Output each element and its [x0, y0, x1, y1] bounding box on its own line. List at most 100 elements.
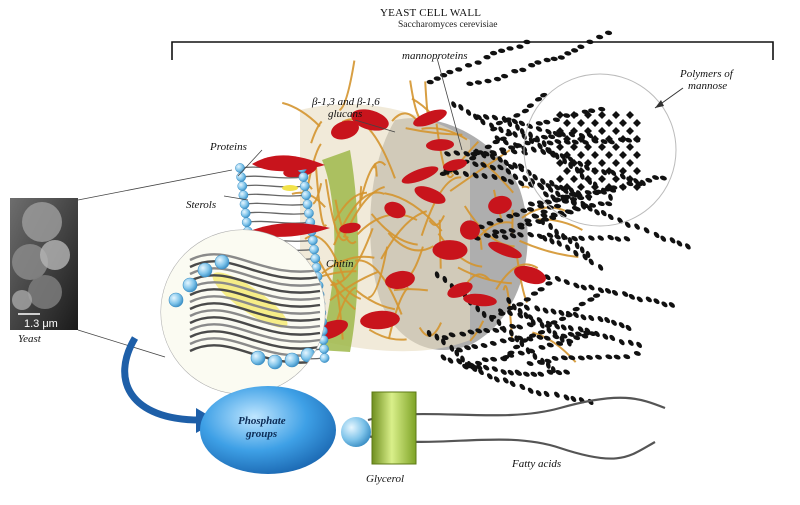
label-fatty-acids: Fatty acids: [512, 458, 562, 470]
mannose-unit: [594, 209, 600, 216]
lipid-tail: [246, 220, 311, 224]
mannose-unit: [597, 316, 604, 323]
mannose-unit: [519, 67, 527, 73]
mannose-unit: [597, 201, 605, 207]
mannose-unit: [540, 148, 547, 155]
mannose-unit: [449, 344, 455, 352]
lipid-tail: [189, 323, 321, 343]
mannose-unit: [507, 352, 515, 358]
mannose-unit: [570, 127, 578, 135]
mannose-unit: [600, 187, 606, 195]
mannose-unit: [541, 140, 547, 148]
mannose-unit: [530, 291, 539, 296]
lipid-tail: [189, 309, 321, 329]
mannose-unit: [541, 234, 548, 242]
mannose-unit: [556, 159, 564, 167]
mannose-unit: [480, 162, 487, 168]
mannose-unit: [608, 193, 613, 201]
mannose-unit: [441, 338, 446, 346]
mannose-unit: [566, 209, 574, 215]
mannose-unit: [554, 323, 560, 330]
lipid-head: [267, 354, 283, 370]
mannose-unit: [571, 235, 578, 242]
glucan-fiber: [310, 120, 323, 144]
mannose-unit: [623, 354, 631, 360]
mannose-unit: [502, 377, 509, 384]
phospholipid-detail: [200, 386, 666, 474]
mannose-unit: [528, 62, 536, 68]
membrane-protein: [248, 223, 330, 237]
mannose-unit: [573, 335, 581, 341]
mannose-unit: [584, 111, 592, 119]
mannose-unit: [588, 331, 596, 336]
mannose-unit: [676, 240, 683, 247]
mannose-unit: [550, 308, 557, 315]
zoom-bg: [161, 230, 325, 394]
mannose-unit: [535, 121, 543, 126]
mannose-unit: [512, 173, 519, 181]
label-mannoproteins: mannoproteins: [402, 50, 468, 62]
mannose-unit: [598, 127, 606, 135]
mannose-unit: [540, 92, 548, 98]
mannose-unit: [444, 151, 451, 157]
mannose-unit: [566, 338, 574, 344]
mannose-unit: [581, 139, 589, 145]
glucan-fiber: [384, 192, 443, 232]
mannose-unit: [554, 184, 561, 191]
glucan-fiber: [282, 101, 321, 128]
sterol: [212, 272, 288, 328]
lipid-head: [214, 254, 230, 270]
mannose-unit: [561, 234, 568, 240]
mannose-unit: [464, 345, 471, 351]
mannose-unit: [577, 355, 585, 361]
glucan-fiber: [321, 255, 375, 275]
mannose-unit: [580, 284, 587, 291]
mannose-unit: [554, 139, 562, 144]
mannose-unit: [489, 164, 497, 171]
mannose-unit: [622, 291, 629, 297]
mannose-unit: [531, 213, 539, 219]
glucan-fiber: [359, 185, 363, 207]
mannose-unit: [523, 312, 529, 320]
mannose-unit: [554, 391, 560, 398]
mannose-unit: [534, 60, 542, 65]
mannose-unit: [564, 51, 572, 56]
mannose-unit: [543, 119, 551, 125]
mannose-unit: [619, 151, 627, 159]
mannose-unit: [626, 175, 634, 183]
mannose-unit: [497, 164, 504, 171]
mannose-unit: [619, 183, 627, 191]
mannose-unit: [645, 296, 652, 303]
glucan-fiber: [338, 60, 356, 112]
mannose-unit: [573, 206, 581, 212]
mannose-unit: [612, 143, 620, 151]
mannose-unit: [614, 236, 622, 242]
mannose-unit: [560, 196, 567, 204]
mannose-unit: [633, 119, 641, 127]
mannose-unit: [612, 175, 620, 183]
mannose-unit: [537, 371, 545, 377]
mannose-unit: [433, 76, 441, 81]
mannose-unit: [441, 335, 449, 341]
lipid-tail: [189, 316, 321, 336]
mannose-unit: [523, 140, 531, 146]
mannose-unit: [577, 119, 585, 127]
mannose-unit: [550, 56, 558, 62]
mannose-unit: [456, 358, 463, 365]
mannose-unit: [565, 312, 573, 318]
mannose-unit: [551, 150, 557, 158]
mannose-unit: [502, 115, 507, 123]
mannose-unit: [563, 113, 571, 118]
mannose-unit: [538, 345, 546, 350]
mannose-unit: [534, 97, 543, 102]
mannose-unit: [540, 178, 546, 185]
mannoprotein: [384, 201, 406, 219]
mannose-unit: [582, 253, 588, 261]
mannose-unit: [554, 234, 561, 240]
mannose-unit: [594, 330, 600, 338]
mannose-unit: [507, 178, 514, 185]
mannose-unit: [575, 331, 582, 337]
mannose-unit: [556, 240, 562, 247]
mannose-unit: [469, 155, 477, 161]
